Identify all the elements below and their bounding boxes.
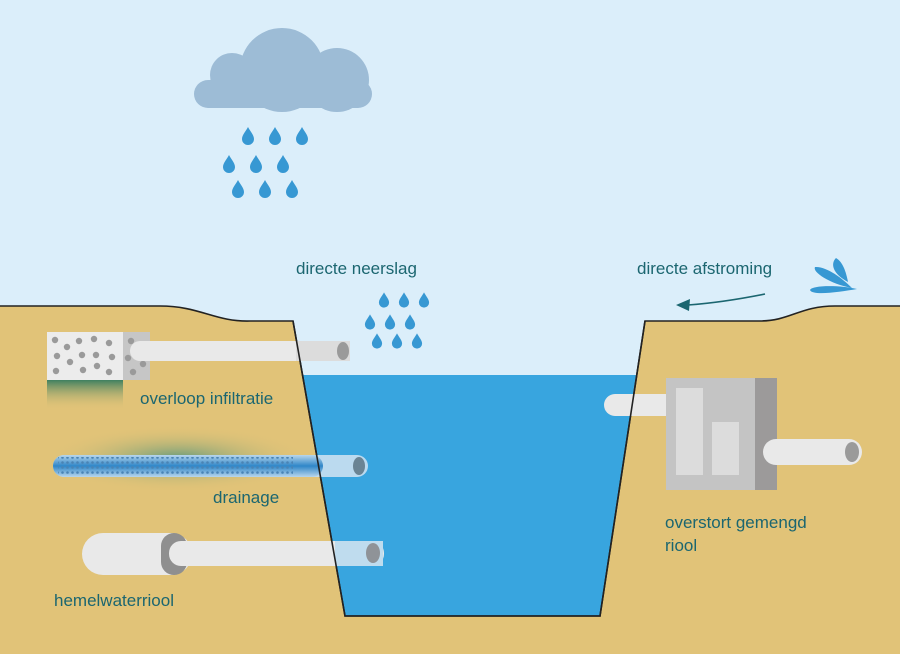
label-combined-sewer-overflow-line1: overstort gemengd: [665, 513, 807, 532]
label-direct-runoff: directe afstroming: [637, 259, 773, 278]
overflow-pipe: [130, 341, 350, 361]
drainage-pipe: [45, 426, 368, 492]
label-overflow-infiltration: overloop infiltratie: [140, 389, 274, 408]
cloud-icon: [194, 28, 372, 112]
label-drainage: drainage: [213, 488, 280, 507]
retention-pond-water: [300, 375, 636, 616]
label-storm-sewer: hemelwaterriool: [54, 591, 174, 610]
label-direct-rain: directe neerslag: [296, 259, 417, 278]
storm-sewer-pipe: [82, 533, 384, 575]
splash-icon: [810, 258, 857, 294]
infiltration-crate: [47, 332, 150, 410]
pond-edge: [292, 320, 646, 617]
overflow-structure: [604, 378, 862, 490]
label-combined-sewer-overflow-line2: riool: [665, 536, 698, 555]
arrow-left-icon: [676, 293, 766, 311]
